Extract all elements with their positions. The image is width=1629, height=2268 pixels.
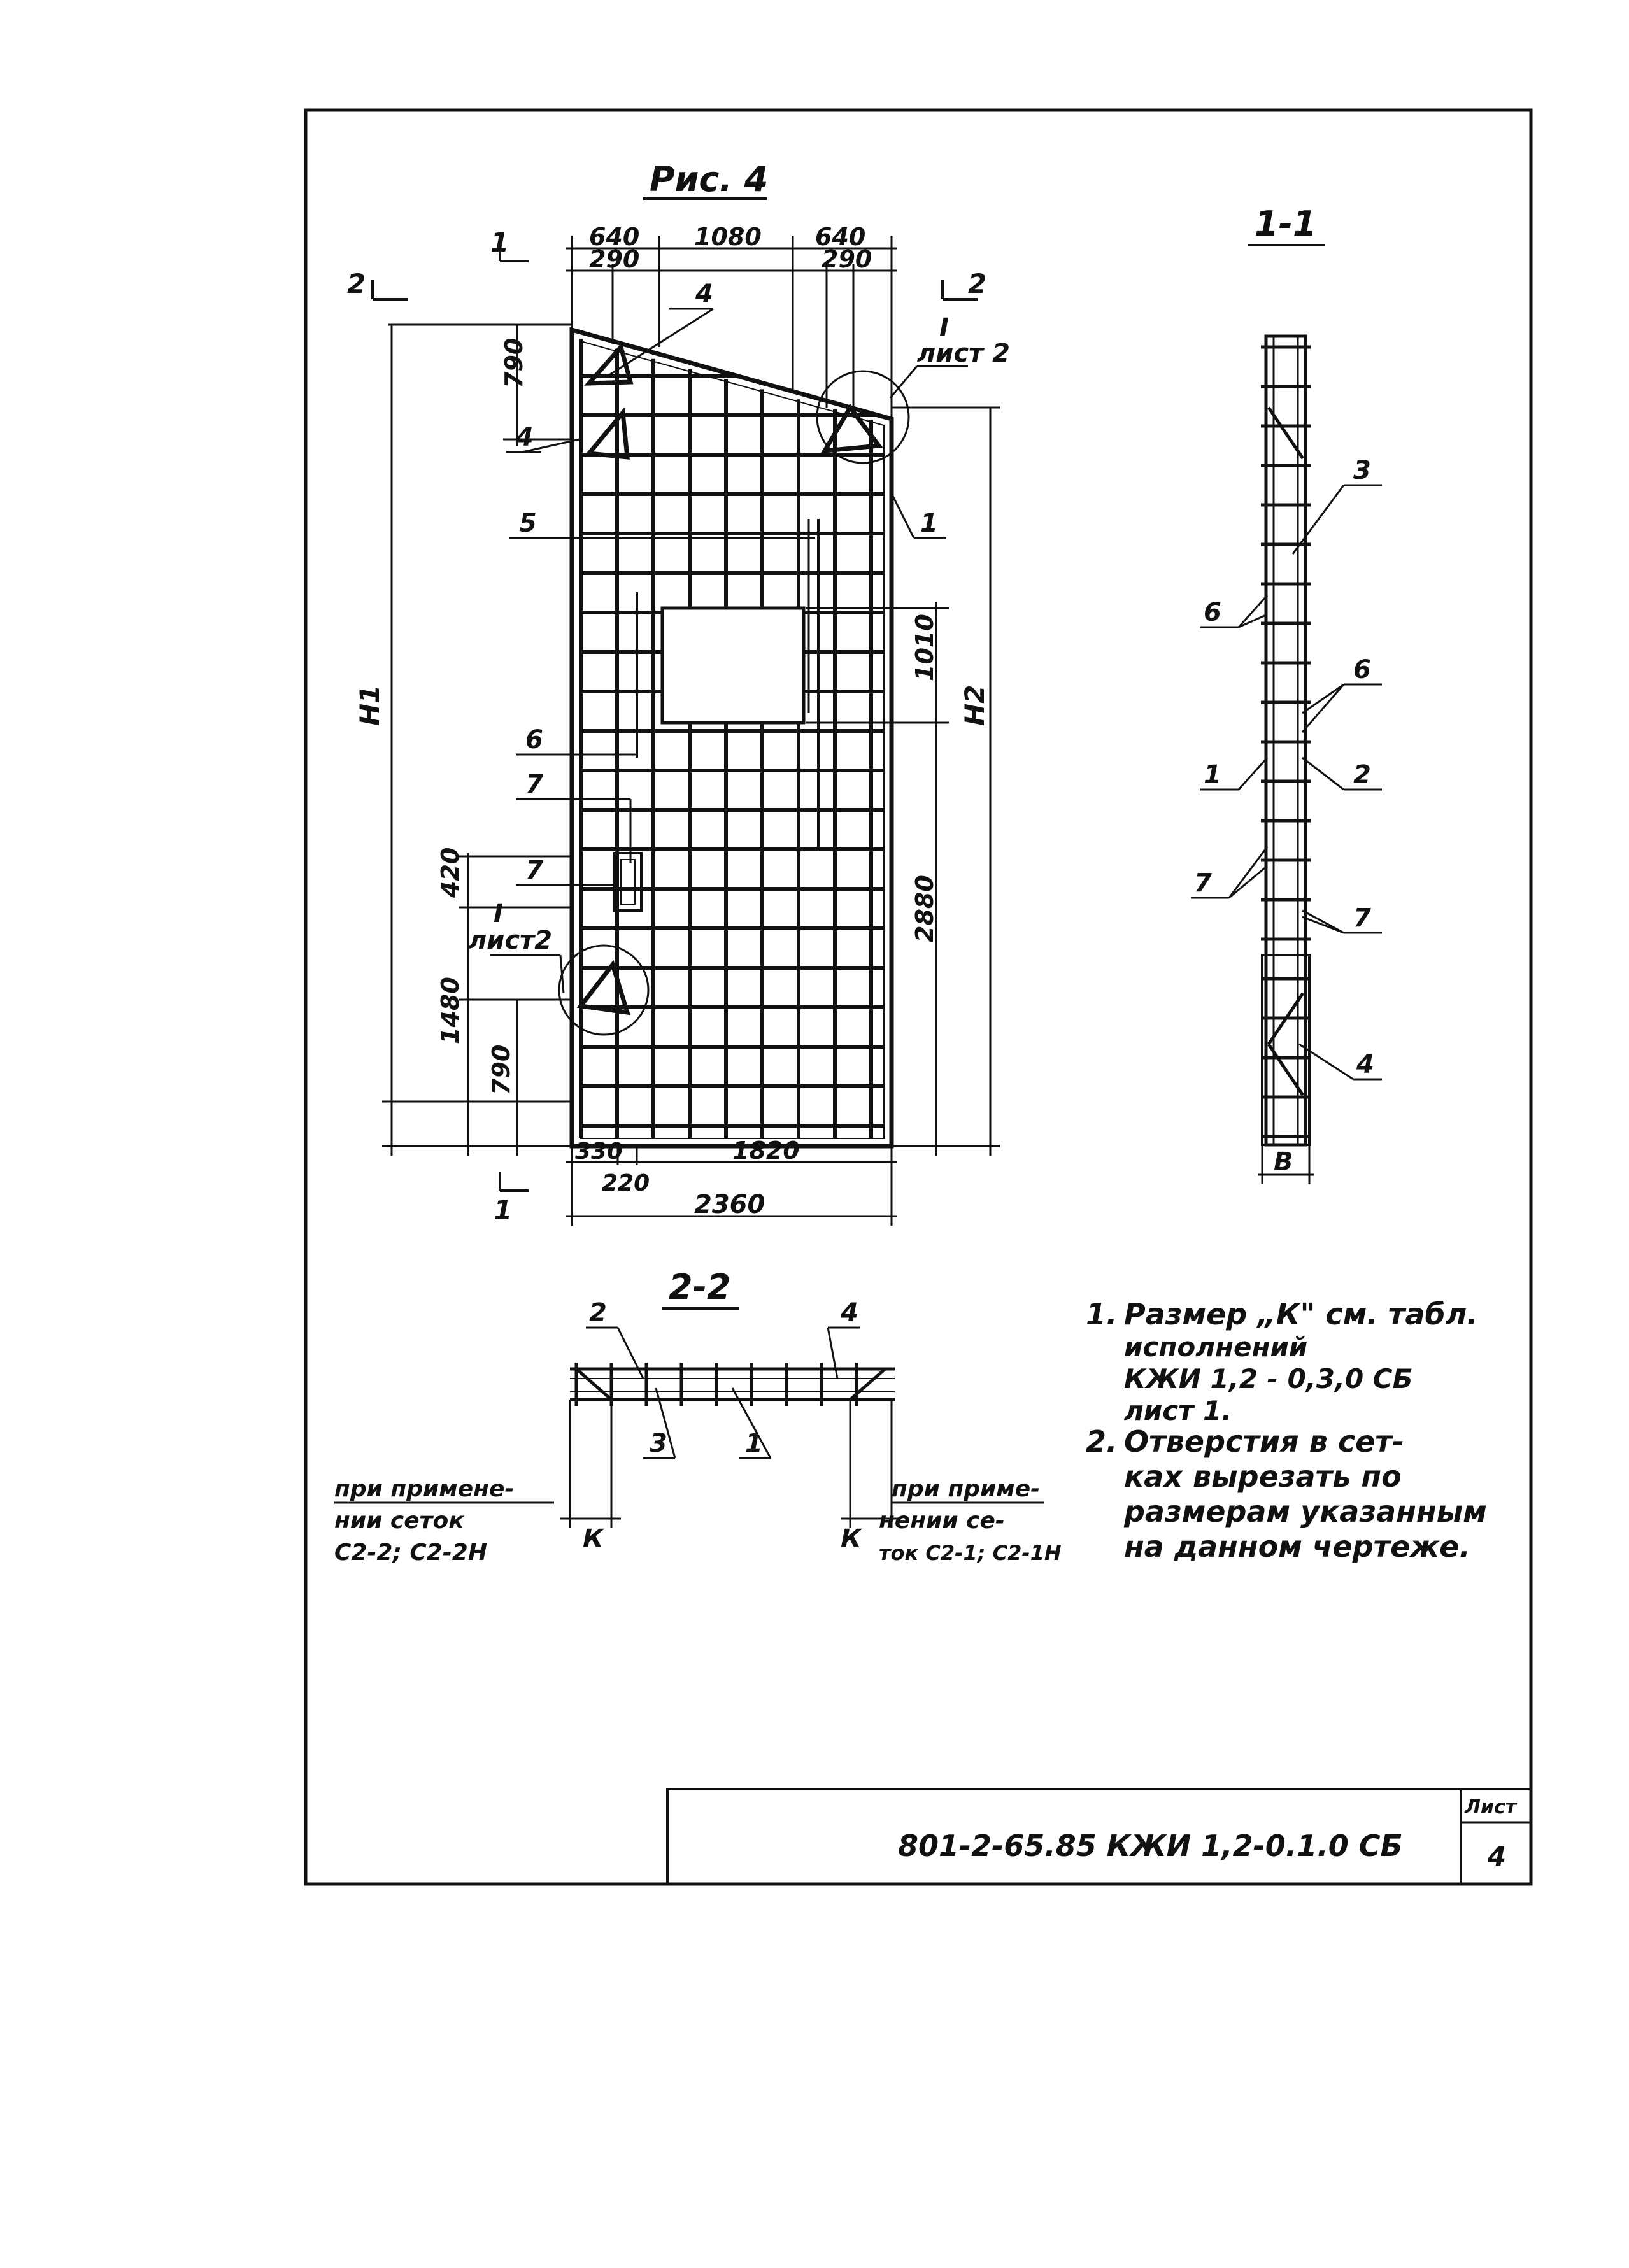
sheet-frame	[304, 108, 1533, 1886]
note-1-line-2: исполнений	[1124, 1331, 1307, 1363]
callout-7-b: 7	[525, 856, 543, 885]
s22-callout-1: 1	[745, 1429, 763, 1458]
callout-1: 1	[920, 509, 938, 538]
note-2-line-2: ках вырезать по	[1124, 1459, 1402, 1494]
s22-note-left-2: нии сеток	[334, 1508, 465, 1534]
dim-top-290-right: 290	[822, 245, 872, 273]
note-1-number: 1.	[1086, 1297, 1117, 1331]
s22-note-right-2: нении се-	[879, 1508, 1005, 1534]
detail-circle-bottom	[558, 944, 650, 1036]
note-1-line-1: Размер „К" см. табл.	[1124, 1297, 1478, 1331]
note-2-line-1: Отверстия в сет-	[1124, 1424, 1404, 1459]
note-1-line-4: лист 1.	[1124, 1395, 1232, 1426]
callout-6: 6	[525, 725, 543, 755]
note-2-line-4: на данном чертеже.	[1124, 1529, 1470, 1564]
s22-dim-K-right: К	[841, 1524, 863, 1554]
drawing-code: 801-2-65.85 КЖИ 1,2-0.1.0 СБ	[898, 1829, 1403, 1863]
s11-dim-B: B	[1274, 1147, 1293, 1177]
dim-right-1010: 1010	[911, 614, 939, 681]
section-2-2	[570, 1363, 895, 1406]
s22-note-right-3: ток С2-1; С2-1Н	[879, 1541, 1062, 1565]
detail-I-bottom: I	[494, 899, 503, 928]
s11-callout-4: 4	[1356, 1050, 1374, 1079]
s11-callout-6-b: 6	[1353, 655, 1371, 684]
dim-top-640-left: 640	[589, 223, 639, 251]
s22-dim-K-left: К	[583, 1524, 605, 1554]
dim-top-640-right: 640	[815, 223, 865, 251]
loop-bottom-left	[576, 960, 630, 1016]
loop-left	[585, 407, 630, 460]
s22-note-left-1: при примене-	[334, 1476, 514, 1502]
callout-7-a: 7	[525, 770, 543, 799]
callout-5: 5	[519, 509, 537, 538]
detail-list2-bottom: лист2	[468, 926, 552, 955]
section-2-2-title: 2-2	[669, 1267, 731, 1307]
panel-outline	[569, 327, 894, 1149]
cut-1-bottom: 1	[494, 1194, 512, 1226]
section-1-1-title: 1-1	[1255, 204, 1317, 244]
s11-callout-2: 2	[1353, 760, 1371, 790]
section-1-1	[1261, 334, 1311, 1147]
s22-callout-2: 2	[589, 1298, 607, 1328]
note-2-line-3: размерам указанным	[1123, 1494, 1487, 1529]
window-opening	[660, 606, 806, 725]
callout-4-left: 4	[515, 423, 534, 452]
cut-2-left: 2	[347, 268, 366, 299]
dim-bottom-220: 220	[602, 1170, 650, 1196]
dim-left-790-bottom: 790	[487, 1045, 515, 1095]
s11-callout-7-b: 7	[1353, 904, 1371, 933]
dim-right-H2: H2	[959, 685, 990, 726]
s11-callout-6-a: 6	[1204, 598, 1221, 627]
sheet-label: Лист	[1464, 1796, 1518, 1818]
dim-bottom-1820: 1820	[732, 1137, 800, 1165]
cut-1-top: 1	[490, 227, 509, 258]
dim-bottom-2360: 2360	[694, 1190, 765, 1219]
dim-bottom-330: 330	[575, 1138, 623, 1165]
note-1-line-3: КЖИ 1,2 - 0,3,0 СБ	[1124, 1363, 1413, 1394]
detail-I-top: I	[939, 313, 949, 343]
s11-callout-7-a: 7	[1194, 868, 1212, 898]
cut-2-right: 2	[968, 268, 986, 299]
detail-circle-top	[816, 370, 910, 464]
s22-note-left-3: С2-2; С2-2Н	[334, 1540, 487, 1566]
note-2-number: 2.	[1086, 1424, 1117, 1459]
main-elevation	[558, 327, 910, 1149]
s11-callout-1: 1	[1204, 760, 1221, 790]
dim-top-1080: 1080	[694, 223, 762, 251]
detail-list2-top: лист 2	[917, 339, 1010, 368]
figure-title: Рис. 4	[650, 159, 768, 199]
dim-top-290-left: 290	[589, 245, 639, 273]
general-notes: 1. Размер „К" см. табл. исполнений КЖИ 1…	[1086, 1297, 1487, 1564]
dim-left-790-top: 790	[500, 338, 528, 388]
callout-4-top: 4	[695, 280, 713, 309]
dim-right-2880: 2880	[911, 875, 939, 942]
s11-callout-3: 3	[1353, 456, 1371, 485]
embedded-part-7	[613, 852, 643, 912]
dim-left-1480: 1480	[436, 977, 464, 1044]
loop-top-right	[820, 403, 883, 454]
dim-left-H1: H1	[354, 685, 385, 726]
dim-left-420: 420	[436, 847, 464, 898]
s22-callout-3: 3	[650, 1429, 667, 1458]
sheet-number-box	[1460, 1788, 1532, 1885]
sheet-number: 4	[1487, 1841, 1506, 1872]
s22-note-right-1: при приме-	[892, 1476, 1040, 1502]
s22-callout-4: 4	[840, 1298, 858, 1328]
